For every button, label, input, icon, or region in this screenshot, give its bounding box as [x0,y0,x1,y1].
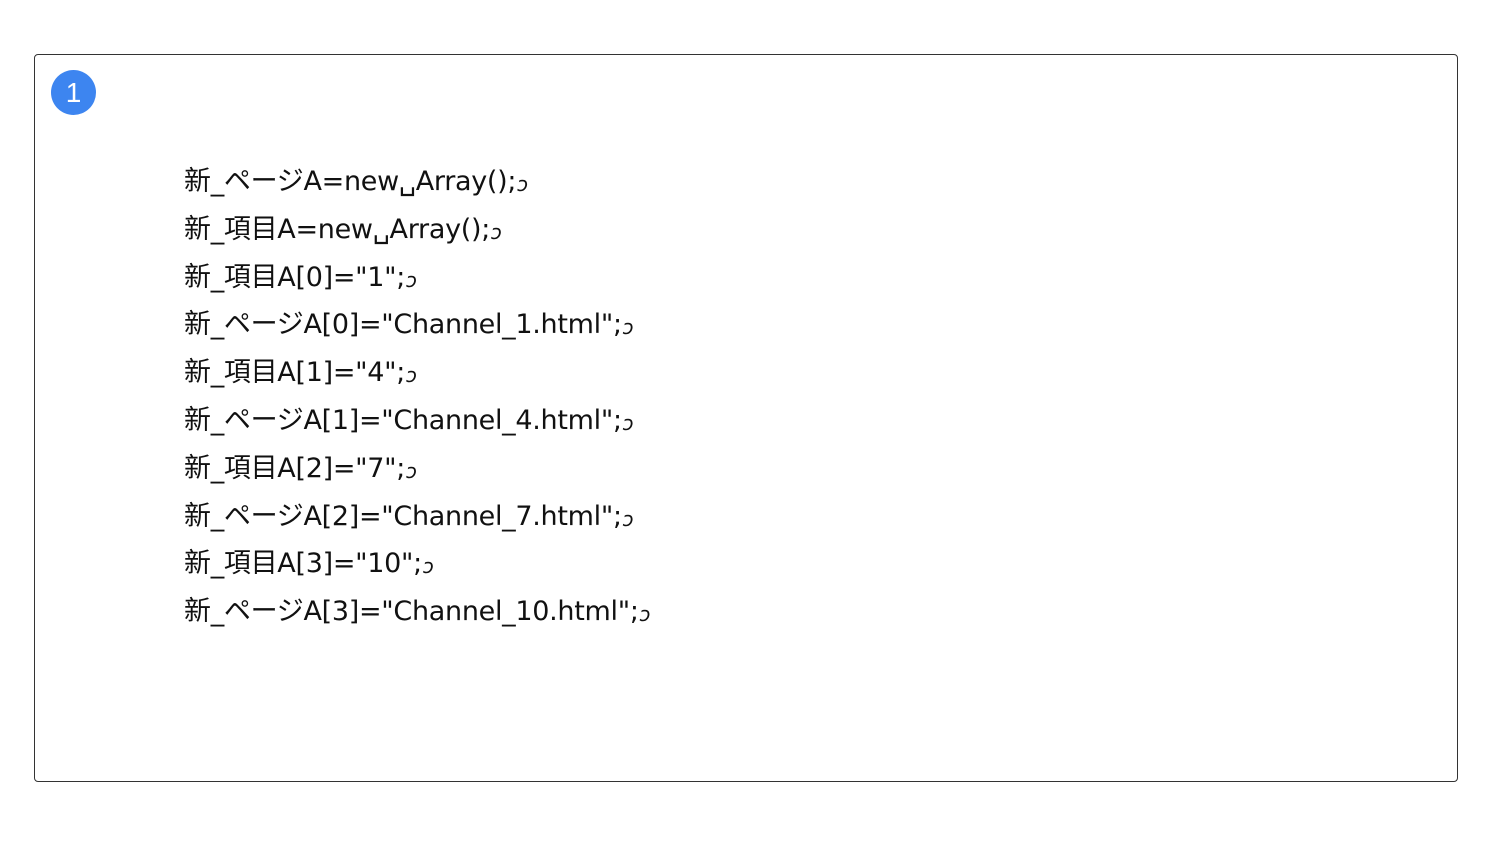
return-mark-icon: ↄ [622,315,634,340]
code-line: 新_ページA=new␣Array();ↄ [184,158,650,206]
code-line: 新_ページA[0]="Channel_1.html";ↄ [184,301,650,349]
return-mark-icon: ↄ [622,410,634,435]
code-line: 新_ページA[2]="Channel_7.html";ↄ [184,493,650,541]
code-line-text: 新_ページA[0]="Channel_1.html"; [184,309,622,341]
return-mark-icon: ↄ [491,219,502,244]
code-line-text: 新_ページA[2]="Channel_7.html"; [184,500,622,532]
return-mark-icon: ↄ [406,458,417,483]
code-line-text: 新_項目A[0]="1"; [184,261,406,293]
return-mark-icon: ↄ [622,506,634,531]
code-line: 新_項目A[2]="7";ↄ [184,445,650,493]
return-mark-icon: ↄ [639,602,651,627]
code-line: 新_ページA[3]="Channel_10.html";ↄ [184,588,651,636]
return-mark-icon: ↄ [422,554,434,579]
return-mark-icon: ↄ [406,363,417,388]
code-line-text: 新_ページA=new␣Array(); [184,166,517,197]
code-line-text: 新_項目A[3]="10"; [184,548,422,580]
code-line: 新_項目A[3]="10";ↄ [184,540,650,588]
code-line: 新_項目A[0]="1";ↄ [184,254,650,302]
code-line-text: 新_項目A[2]="7"; [184,452,406,484]
code-panel [34,54,1458,782]
code-listing: 新_ページA=new␣Array();ↄ 新_項目A=new␣Array();ↄ… [184,158,651,636]
code-line-text: 新_ページA[1]="Channel_4.html"; [184,404,622,436]
step-number-badge: 1 [51,70,96,115]
code-line: 新_項目A[1]="4";ↄ [184,349,650,397]
return-mark-icon: ↄ [406,267,417,292]
return-mark-icon: ↄ [517,172,528,196]
code-line-text: 新_ページA[3]="Channel_10.html"; [184,596,639,628]
step-number: 1 [65,76,82,108]
code-line-text: 新_項目A=new␣Array(); [184,213,491,245]
code-line: 新_項目A=new␣Array();ↄ [184,206,650,254]
code-line: 新_ページA[1]="Channel_4.html";ↄ [184,397,650,445]
code-line-text: 新_項目A[1]="4"; [184,357,406,389]
